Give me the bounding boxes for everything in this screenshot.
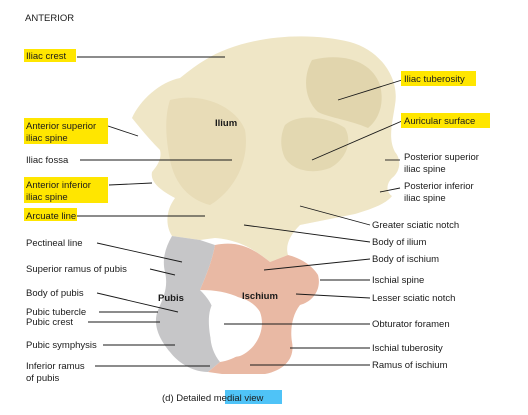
right-labels: Iliac tuberosity Auricular surface Poste… — [372, 71, 490, 371]
obturator-foramen-hole — [208, 296, 262, 357]
caption-text: (d) Detailed medial view — [162, 393, 264, 404]
leader-iliac-tuberosity — [337, 79, 403, 101]
highlight-arcuate-line — [24, 208, 77, 221]
leader-piis — [379, 187, 401, 193]
region-label-ischium: Ischium — [242, 291, 278, 302]
label-inferior-ramus-line2: of pubis — [26, 373, 60, 384]
ischium-region — [200, 243, 319, 374]
label-asis-line1: Anterior superior — [26, 121, 96, 132]
figure-caption: (d) Detailed medial view — [162, 390, 282, 404]
label-piis-line1: Posterior inferior — [404, 181, 474, 192]
label-ramus-ischium: Ramus of ischium — [372, 360, 448, 371]
leader-superior-ramus — [149, 268, 176, 276]
leader-body-ilium — [243, 224, 371, 243]
leader-greater-sciatic-notch — [299, 205, 371, 226]
leader-lines — [77, 56, 403, 367]
label-iliac-fossa: Iliac fossa — [26, 155, 69, 166]
left-labels: Iliac crest Anterior superior iliac spin… — [24, 49, 127, 384]
label-aiis-line2: iliac spine — [26, 192, 68, 203]
label-pectineal-line: Pectineal line — [26, 238, 83, 249]
label-greater-sciatic-notch: Greater sciatic notch — [372, 220, 459, 231]
label-pubic-symphysis: Pubic symphysis — [26, 340, 97, 351]
highlight-iliac-crest — [24, 49, 76, 62]
iliac-fossa-area — [166, 97, 246, 205]
label-arcuate-line: Arcuate line — [26, 211, 76, 222]
leader-lesser-sciatic-notch — [295, 293, 371, 299]
label-iliac-tuberosity: Iliac tuberosity — [404, 74, 465, 85]
highlight-aiis — [24, 177, 108, 203]
region-label-ilium: Ilium — [215, 118, 237, 129]
highlight-asis — [24, 118, 108, 144]
highlight-iliac-tuberosity — [401, 71, 476, 86]
label-ischial-spine: Ischial spine — [372, 275, 424, 286]
label-ischial-tuberosity: Ischial tuberosity — [372, 343, 443, 354]
label-superior-ramus: Superior ramus of pubis — [26, 264, 127, 275]
highlight-auricular-surface — [401, 113, 490, 128]
label-aiis-line1: Anterior inferior — [26, 180, 91, 191]
label-body-ilium: Body of ilium — [372, 237, 426, 248]
caption-highlighted: medial view — [214, 393, 264, 404]
label-iliac-crest: Iliac crest — [26, 51, 66, 62]
iliac-tuberosity-area — [306, 57, 382, 128]
label-auricular-surface: Auricular surface — [404, 116, 475, 127]
leader-asis — [107, 125, 139, 137]
auricular-surface-area — [281, 117, 349, 172]
label-asis-line2: iliac spine — [26, 133, 68, 144]
leader-aiis — [108, 182, 153, 186]
label-inferior-ramus-line1: Inferior ramus — [26, 361, 85, 372]
pubis-region — [155, 236, 220, 372]
leader-auricular-surface — [311, 120, 403, 161]
leader-body-ischium — [263, 258, 371, 271]
label-psis-line1: Posterior superior — [404, 152, 479, 163]
view-label: ANTERIOR — [25, 13, 74, 24]
leader-pectineal-line — [96, 242, 183, 263]
label-lesser-sciatic-notch: Lesser sciatic notch — [372, 293, 455, 304]
hip-bone-illustration — [132, 36, 400, 374]
leader-body-pubis — [96, 292, 179, 313]
label-body-pubis: Body of pubis — [26, 288, 84, 299]
caption-prefix: (d) Detailed — [162, 393, 214, 404]
label-piis-line2: iliac spine — [404, 193, 446, 204]
region-label-pubis: Pubis — [158, 293, 184, 304]
label-body-ischium: Body of ischium — [372, 254, 439, 265]
caption-highlight — [225, 390, 282, 404]
label-psis-line2: iliac spine — [404, 164, 446, 175]
label-pubic-tubercle: Pubic tubercle — [26, 307, 86, 318]
label-obturator-foramen: Obturator foramen — [372, 319, 450, 330]
label-pubic-crest: Pubic crest — [26, 317, 73, 328]
